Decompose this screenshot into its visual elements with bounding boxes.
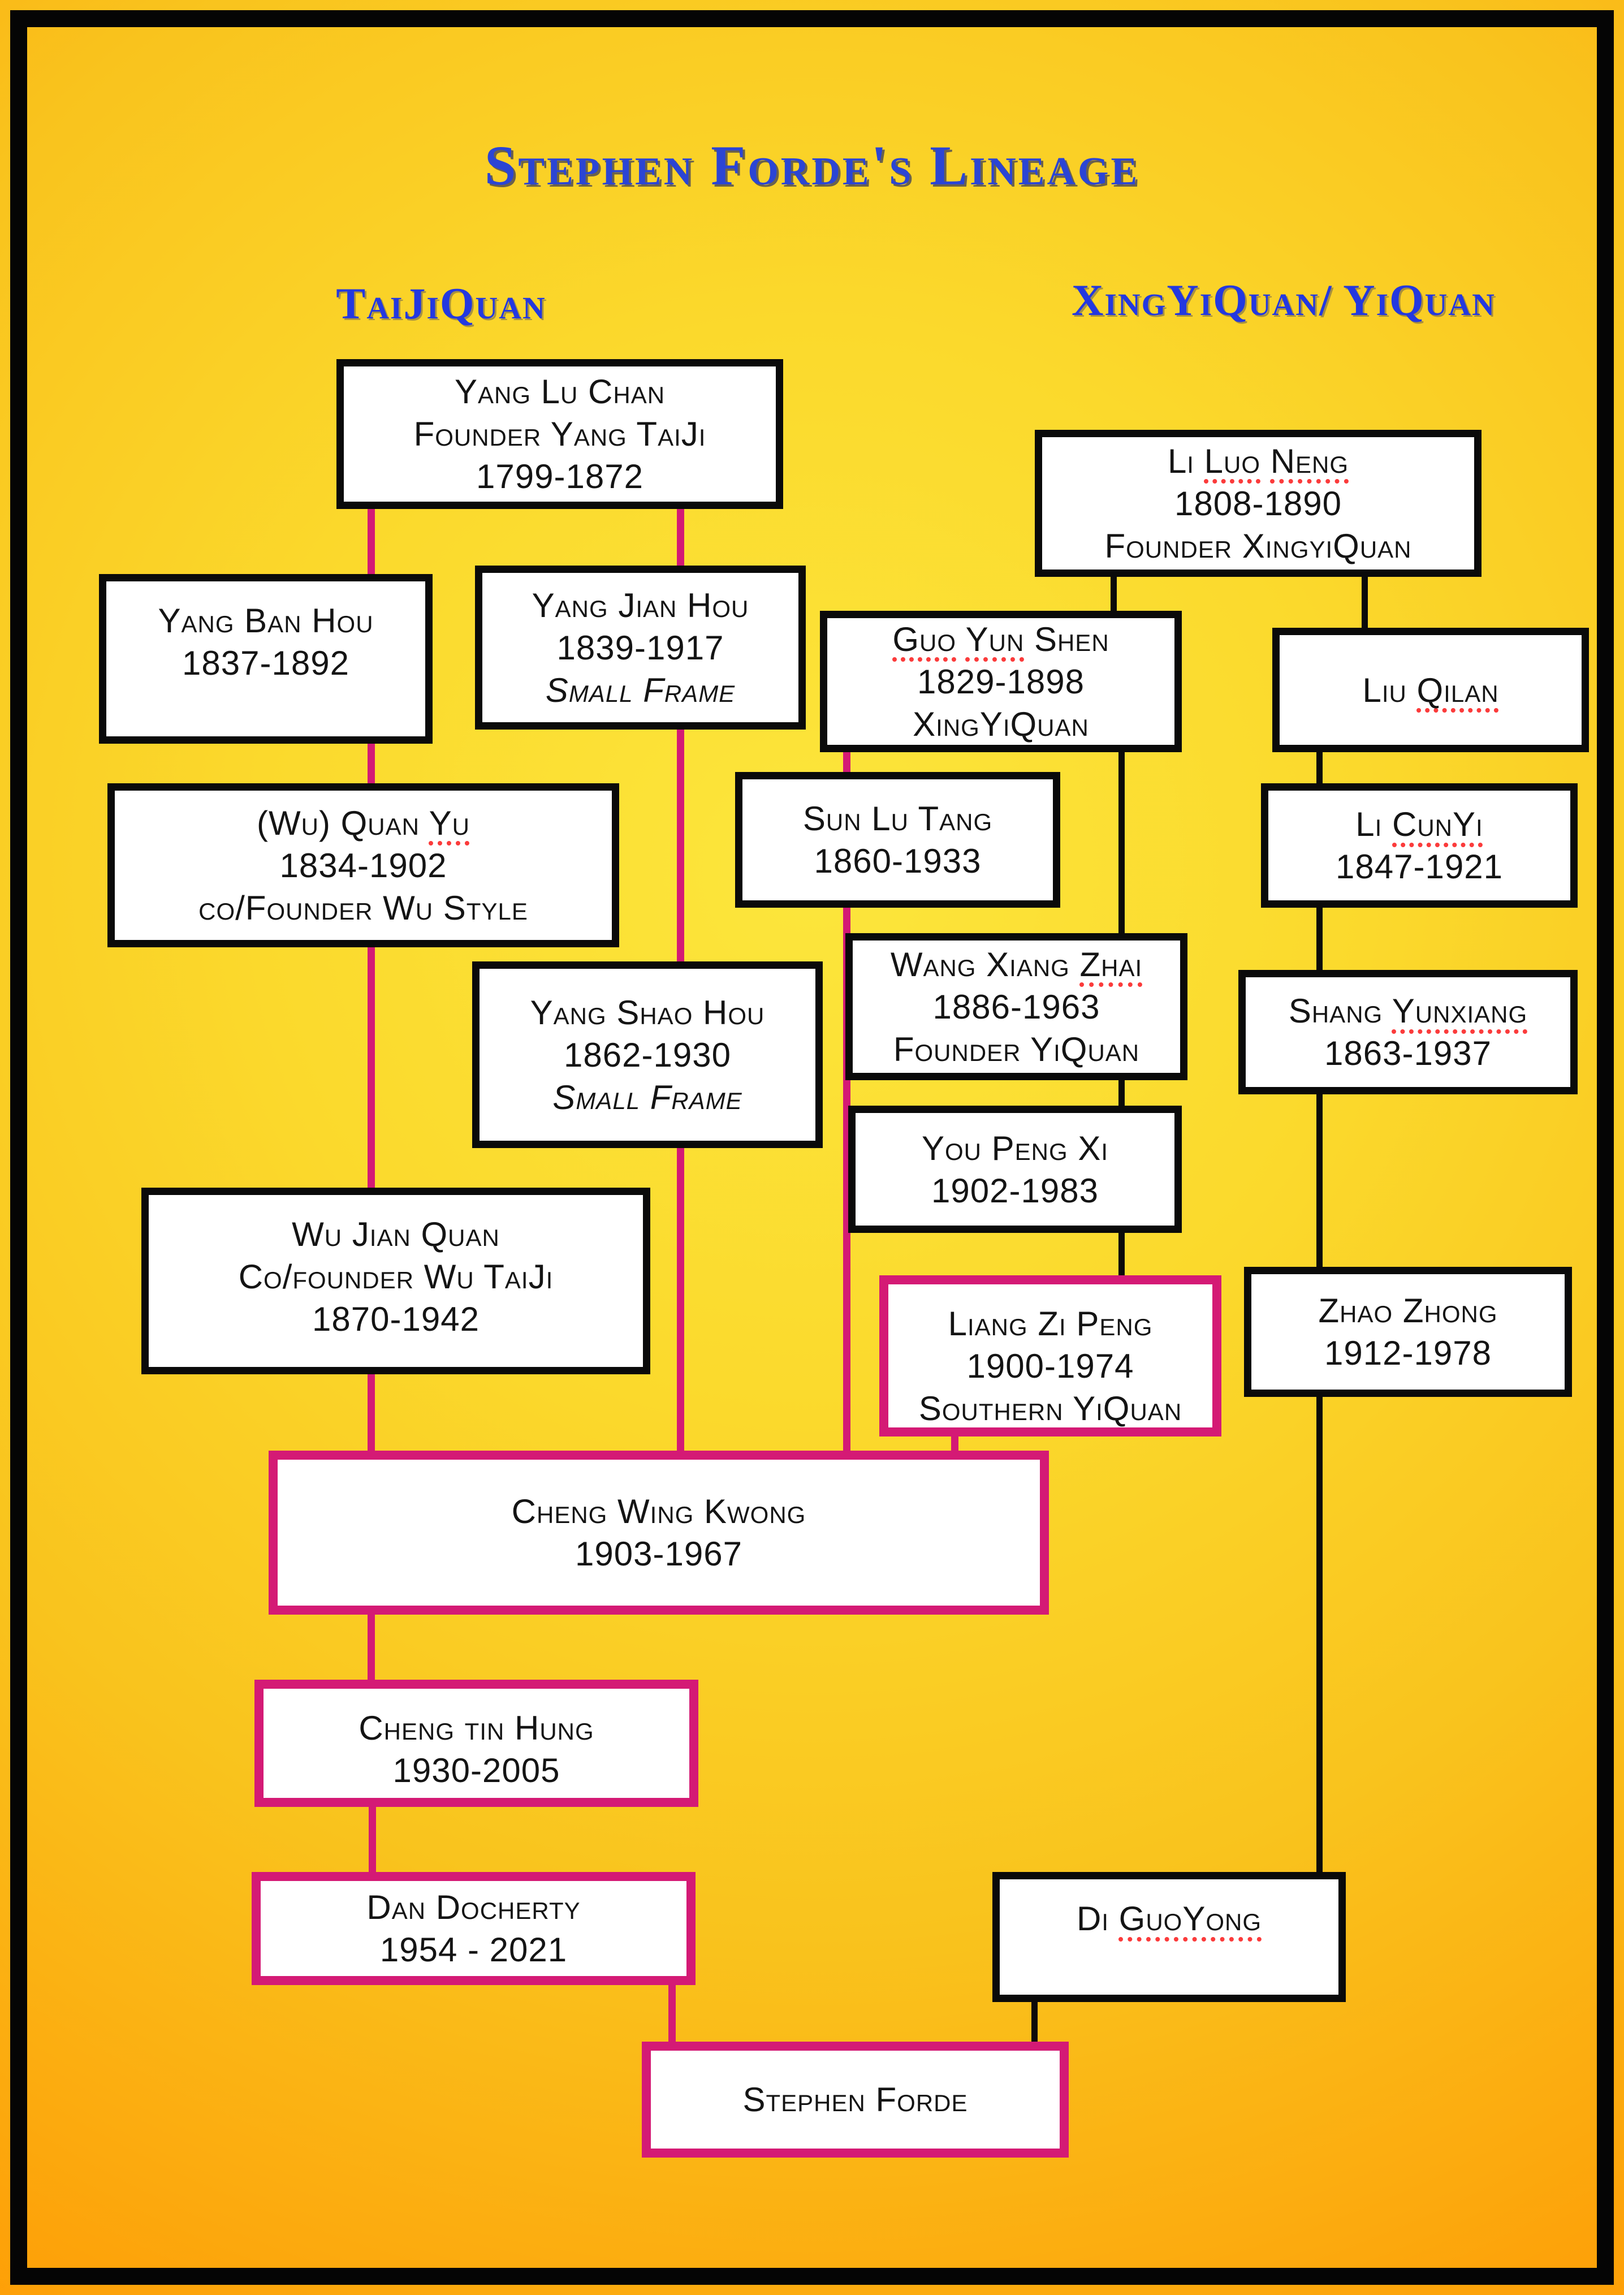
- node-dan-docherty: Dan Docherty 1954 - 2021: [252, 1872, 696, 1985]
- box-text-line: 1863-1937: [1324, 1034, 1492, 1072]
- connector-guoyunshen-sunlutang-chengwingkwong: [843, 741, 850, 1459]
- box-text-line: Li CunYi: [1355, 805, 1483, 843]
- node-yang-ban-hou: Yang Ban Hou 1837-1892: [99, 574, 433, 744]
- box-text-line: 1870-1942: [312, 1300, 480, 1338]
- node-stephen-forde: Stephen Forde: [642, 2042, 1069, 2158]
- box-text-line: 1912-1978: [1324, 1334, 1492, 1372]
- box-text-line: You Peng Xi: [921, 1129, 1109, 1167]
- node-li-cunyi: Li CunYi 1847-1921: [1261, 783, 1578, 908]
- box-text-line: Li Luo Neng: [1167, 442, 1349, 480]
- box-text-line: 1954 - 2021: [379, 1931, 568, 1969]
- box-text-line: Wang Xiang Zhai: [890, 945, 1143, 983]
- node-you-peng-xi: You Peng Xi 1902-1983: [848, 1106, 1182, 1233]
- box-text-line: 1808-1890: [1174, 484, 1342, 523]
- connector-chengtinhung-dandocherty: [369, 1798, 376, 1880]
- box-text-line: 1930-2005: [392, 1752, 560, 1789]
- box-text-line: co/Founder Wu Style: [198, 888, 528, 927]
- box-text-line: Founder YiQuan: [893, 1030, 1140, 1068]
- outer-frame: [10, 10, 1614, 2285]
- box-text-line: 1903-1967: [575, 1535, 742, 1573]
- box-text-line: 1799-1872: [476, 458, 643, 495]
- box-text-line: Co/founder Wu TaiJi: [238, 1258, 554, 1296]
- node-zhao-zhong: Zhao Zhong 1912-1978: [1244, 1267, 1572, 1397]
- box-text-line: Dan Docherty: [366, 1888, 581, 1926]
- box-text-line: 1829-1898: [917, 662, 1085, 701]
- box-text-line: 1837-1892: [182, 644, 349, 682]
- box-text-line: Yang Shao Hou: [530, 993, 765, 1032]
- box-text-line: 1860-1933: [814, 842, 982, 880]
- box-text-line: Cheng tin Hung: [359, 1709, 594, 1747]
- box-text-line: Liang Zi Peng: [948, 1305, 1153, 1343]
- box-text-line: XingYiQuan: [913, 705, 1089, 743]
- column-label-taijiquan: TaiJiQuan: [336, 279, 546, 328]
- box-text-line: Southern YiQuan: [918, 1390, 1182, 1427]
- connector-chengwingkwong-chengtinhung: [368, 1606, 375, 1688]
- node-cheng-tin-hung: Cheng tin Hung 1930-2005: [254, 1680, 698, 1807]
- box-text-line: Yang Lu Chan: [454, 373, 666, 411]
- box-text-line: Zhao Zhong: [1318, 1292, 1498, 1330]
- box-text-line: 1900-1974: [966, 1347, 1134, 1385]
- connector-dandocherty-stephenforde: [668, 1977, 676, 2050]
- box-text-line: Small Frame: [552, 1078, 742, 1116]
- column-label-xingyiquan-yiquan: XingYiQuan/ YiQuan: [1072, 275, 1496, 325]
- box-text-line: Wu Jian Quan: [292, 1215, 500, 1253]
- node-shang-yunxiang: Shang Yunxiang 1863-1937: [1238, 970, 1578, 1094]
- node-cheng-wing-kwong: Cheng Wing Kwong 1903-1967: [269, 1451, 1049, 1615]
- box-text-line: Sun Lu Tang: [802, 800, 993, 838]
- box-text-line: Liu Qilan: [1362, 671, 1499, 709]
- connector-liluoneng-guoyunshen: [1111, 568, 1117, 619]
- box-text-line: Cheng Wing Kwong: [511, 1492, 806, 1530]
- box-text-line: 1839-1917: [556, 628, 724, 667]
- box-text-line: (Wu) Quan Yu: [257, 804, 470, 842]
- page-title: Stephen Forde's Lineage: [484, 134, 1140, 197]
- box-text-line: Shang Yunxiang: [1288, 992, 1528, 1030]
- box-text-line: Small Frame: [545, 671, 736, 709]
- node-di-guoyong: Di GuoYong: [992, 1872, 1346, 2002]
- node-sun-lu-tang: Sun Lu Tang 1860-1933: [735, 772, 1060, 908]
- box-text-line: Yang Ban Hou: [158, 602, 374, 640]
- box-text-line: Founder Yang TaiJi: [413, 415, 706, 453]
- box-text-line: Yang Jian Hou: [532, 586, 749, 624]
- box-text-line: Founder XingyiQuan: [1104, 527, 1412, 565]
- box-text-line: Stephen Forde: [742, 2081, 968, 2119]
- box-text-line: 1902-1983: [931, 1171, 1099, 1210]
- node-liu-qilan: Liu Qilan: [1272, 628, 1589, 752]
- connector-diguoyong-stephenforde: [1031, 1985, 1038, 2050]
- connector-liluoneng-liuqilan: [1362, 568, 1368, 636]
- box-text-line: 1847-1921: [1336, 848, 1503, 886]
- box-text-line: 1862-1930: [564, 1036, 731, 1074]
- box-text-line: 1886-1963: [932, 987, 1100, 1026]
- box-text-line: 1834-1902: [279, 846, 447, 885]
- box-text-line: Di GuoYong: [1076, 1900, 1262, 1938]
- box-text-line: Guo Yun Shen: [892, 620, 1109, 658]
